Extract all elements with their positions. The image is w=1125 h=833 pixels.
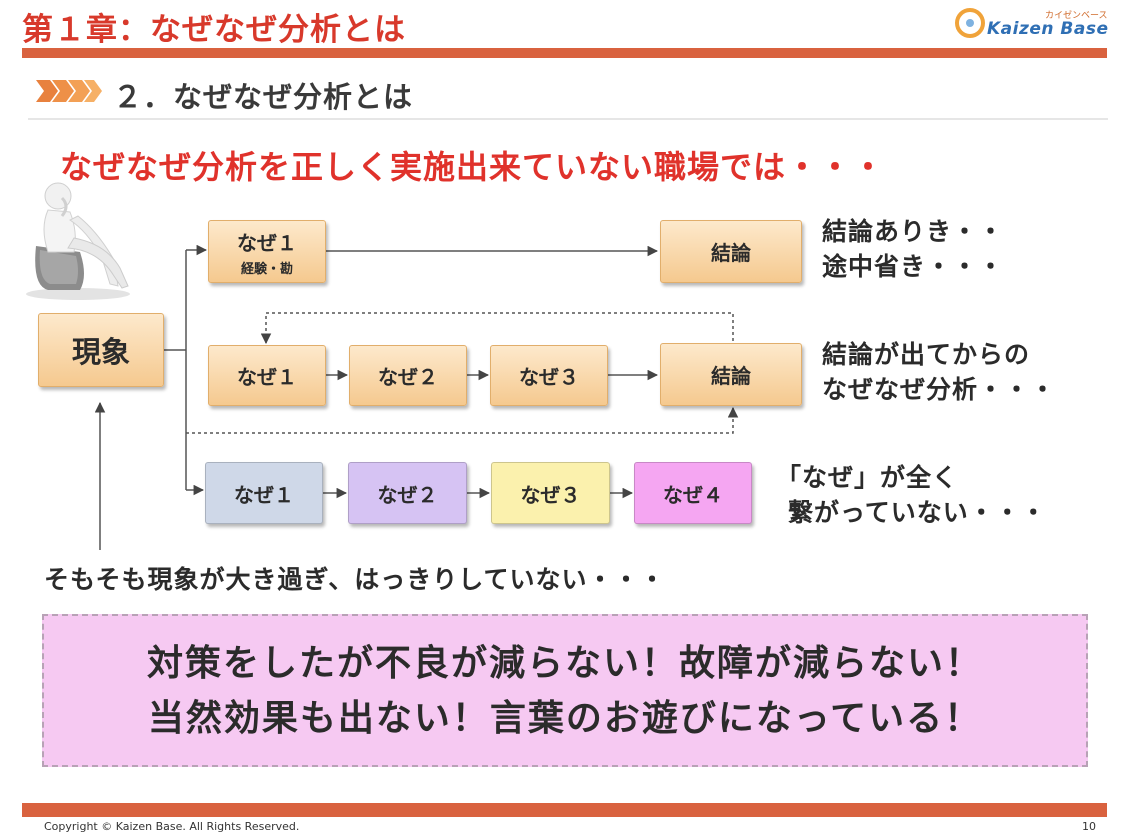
row2-why-box: なぜ２ (349, 345, 467, 406)
chapter-title: 第１章：なぜなぜ分析とは (22, 12, 406, 48)
row2-why-label: なぜ１ (237, 365, 297, 389)
thinking-person-illustration (26, 182, 130, 300)
row3-why-label: なぜ３ (520, 482, 581, 507)
row3-note: 「なぜ」が全く 繋がっていない・・・ (776, 460, 1047, 530)
callout-line: 対策をしたが不良が減らない！故障が減らない！ (146, 642, 983, 684)
copyright-text: Copyright © Kaizen Base. All Rights Rese… (44, 820, 300, 833)
row1-why-sublabel: 経験・勘 (240, 261, 293, 277)
footer-divider (22, 803, 1107, 817)
row2-note-line: 結論が出てからの (822, 340, 1031, 369)
logo-ring-icon (955, 8, 985, 38)
row3-why-box: なぜ１ (205, 462, 323, 524)
row3-why-label: なぜ２ (377, 482, 438, 507)
conclusion-callout: 対策をしたが不良が減らない！故障が減らない！ 当然効果も出ない！言葉のお遊びにな… (42, 614, 1088, 767)
row1-note-line: 結論ありき・・ (822, 217, 1005, 246)
row3-why-label: なぜ４ (663, 482, 723, 507)
row2-why-label: なぜ２ (378, 365, 438, 389)
bottom-note: そもそも現象が大き過ぎ、はっきりしていない・・・ (44, 565, 666, 594)
row1-why-box: なぜ１ 経験・勘 (208, 220, 326, 283)
logo-name: Kaizen Base (987, 19, 1109, 39)
phenomenon-label: 現象 (71, 335, 130, 369)
row2-note: 結論が出てからの なぜなぜ分析・・・ (822, 337, 1056, 407)
row3-why-box: なぜ３ (491, 462, 610, 524)
row1-why-label: なぜ１ (237, 230, 297, 255)
page-number: 10 (1082, 820, 1096, 833)
row3-why-box: なぜ４ (634, 462, 752, 524)
row2-why-box: なぜ１ (208, 345, 326, 406)
slide-headline: なぜなぜ分析を正しく実施出来ていない職場では・・・ (60, 148, 886, 186)
row2-why-label: なぜ３ (519, 365, 579, 389)
row1-note: 結論ありき・・ 途中省き・・・ (822, 214, 1004, 284)
row3-why-box: なぜ２ (348, 462, 467, 524)
row2-note-line: なぜなぜ分析・・・ (822, 375, 1057, 404)
row3-why-label: なぜ１ (234, 482, 294, 507)
row1-conclusion-label: 結論 (711, 241, 751, 265)
kaizen-base-logo: カイゼンベース Kaizen Base (953, 4, 1109, 46)
section-divider (28, 118, 1108, 120)
row3-note-line: 「なぜ」が全く (776, 463, 959, 492)
row1-note-line: 途中省き・・・ (822, 252, 1005, 281)
phenomenon-box: 現象 (38, 313, 164, 387)
row2-conclusion-box: 結論 (660, 343, 802, 406)
row3-note-line: 繋がっていない・・・ (788, 498, 1047, 527)
section-chevron-icon (36, 80, 102, 102)
logo-kana: カイゼンベース (1045, 11, 1108, 21)
callout-line: 当然効果も出ない！言葉のお遊びになっている！ (147, 697, 983, 739)
header-divider (22, 48, 1107, 58)
row2-conclusion-label: 結論 (711, 364, 751, 388)
row1-conclusion-box: 結論 (660, 220, 802, 283)
row2-why-box: なぜ３ (490, 345, 608, 406)
section-title: ２．なぜなぜ分析とは (113, 80, 414, 114)
